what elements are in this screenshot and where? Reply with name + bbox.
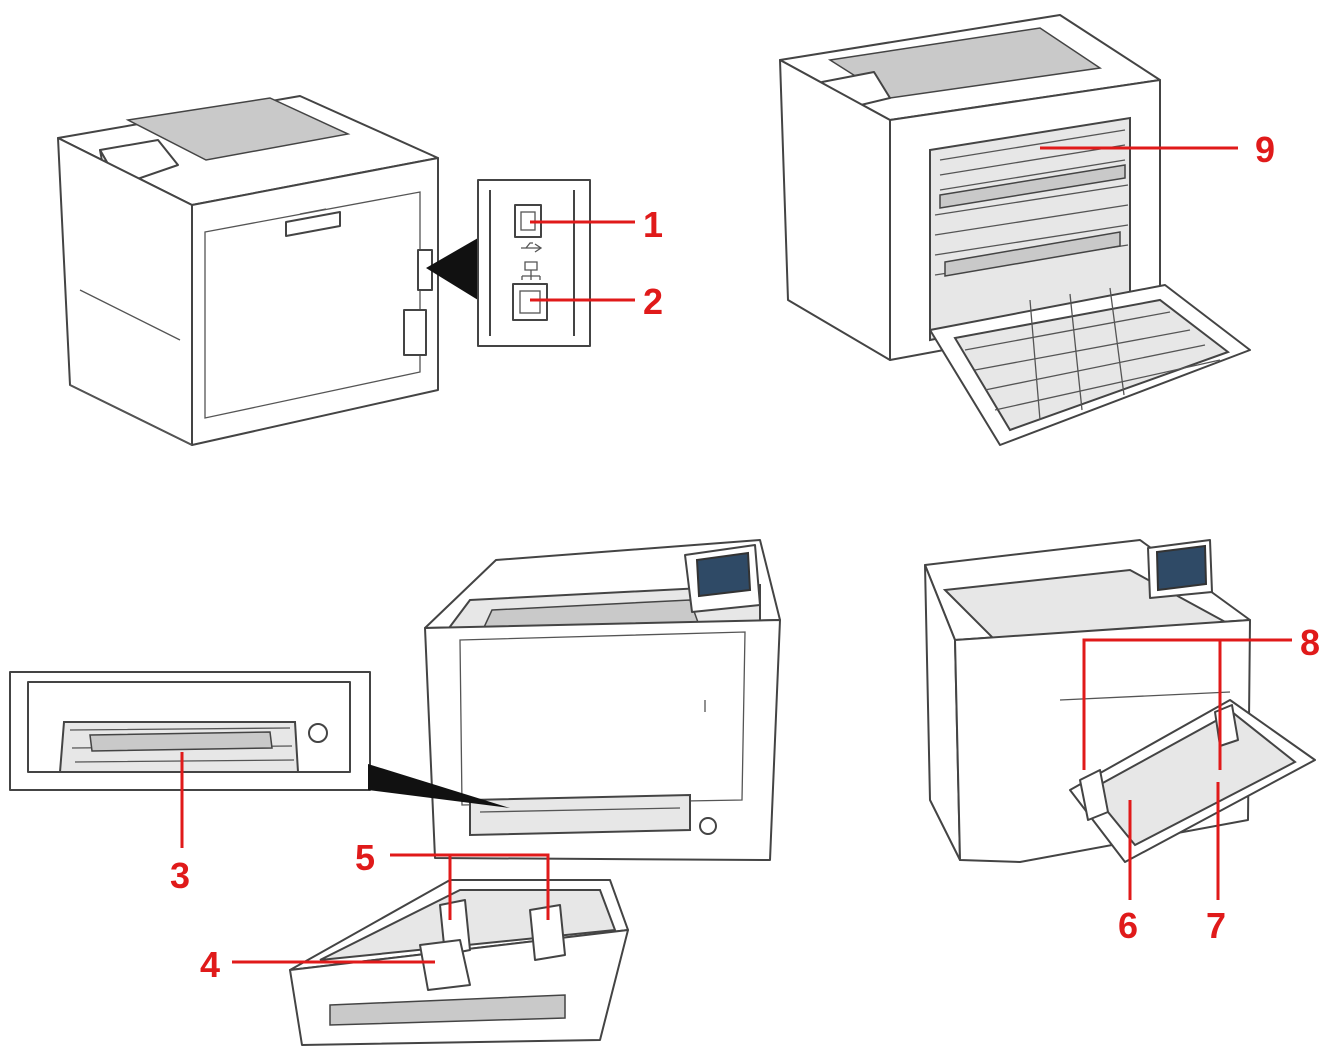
zoom-wedge — [426, 238, 478, 300]
callout-9: 9 — [1255, 129, 1275, 170]
callout-7: 7 — [1206, 905, 1226, 946]
printer-rear-view — [57, 95, 439, 446]
width-guide-right — [529, 904, 566, 961]
mp-guide-left — [1079, 769, 1109, 821]
lan-port — [512, 283, 548, 321]
network-icon — [521, 261, 541, 280]
paper-cassette — [289, 879, 629, 1046]
callout-4: 4 — [200, 944, 220, 985]
printer-rear-cover-open — [779, 14, 1251, 446]
callout-1: 1 — [643, 204, 663, 245]
mp-view-touch-screen — [1155, 544, 1208, 592]
length-guide — [419, 939, 471, 991]
touch-screen — [695, 551, 752, 598]
callout-3: 3 — [170, 855, 190, 896]
callout-lines — [180, 146, 1292, 964]
callout-8: 8 — [1300, 622, 1320, 663]
callout-5: 5 — [355, 837, 375, 878]
printer-mp-tray-view — [924, 539, 1316, 863]
callout-6: 6 — [1118, 905, 1138, 946]
inset-paper-feed-detail — [9, 671, 371, 791]
usb-icon — [521, 242, 543, 253]
port-detail-box — [477, 179, 591, 347]
callout-2: 2 — [643, 281, 663, 322]
zoom-wedge-3 — [368, 764, 510, 808]
printer-front-view — [424, 539, 781, 861]
